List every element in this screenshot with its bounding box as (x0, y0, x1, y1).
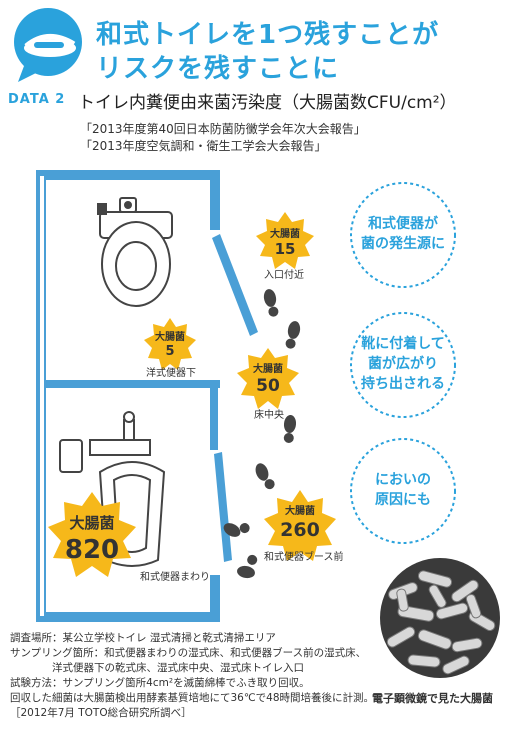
burst-center-label: 大腸菌 (253, 362, 283, 375)
burst-center: 大腸菌 50 (237, 348, 299, 409)
burst-booth-label: 大腸菌 (285, 504, 315, 517)
burst-booth: 大腸菌 260 (264, 490, 336, 561)
doors (212, 234, 258, 562)
callout-circle-2: 靴に付着して 菌が広がり 持ち出される (348, 310, 458, 420)
burst-squat-label: 大腸菌 (69, 514, 114, 532)
burst-western-value: 5 (165, 344, 174, 359)
photo-caption: 電子顕微鏡で見た大腸菌 (372, 692, 493, 705)
headline-line2: リスクを残すことに (96, 54, 340, 84)
callout-3-line1: においの (375, 472, 431, 488)
callout-circle-3: においの 原因にも (348, 436, 458, 546)
note-4: 試験方法：サンプリング箇所4cm²を滅菌綿棒でふき取り回収。 (10, 677, 310, 689)
location-squat: 和式便器まわり (140, 572, 210, 583)
callout-2-line1: 靴に付着して (361, 336, 445, 352)
location-booth: 和式便器ブース前 (264, 552, 344, 563)
data-tag: DATA 2 (8, 92, 66, 107)
location-western: 洋式便器下 (146, 368, 196, 379)
callout-1-line1: 和式便器が (368, 216, 438, 232)
burst-center-value: 50 (256, 376, 280, 396)
data-title: トイレ内糞便由来菌汚染度（大腸菌数CFU/cm²） (78, 93, 457, 113)
note-6: ［2012年7月 TOTO総合研究所調べ］ (10, 707, 192, 719)
burst-booth-value: 260 (280, 519, 320, 541)
location-center: 床中央 (254, 410, 284, 421)
toilet-floor-plan: 大腸菌 15 大腸菌 5 大腸菌 50 大腸菌 260 大腸菌 820 (36, 170, 336, 622)
toilet-speech-bubble-icon (4, 6, 92, 86)
burst-entrance: 大腸菌 15 (256, 212, 314, 269)
note-5: 回収した細菌は大腸菌検出用酵素基質培地にて36℃で48時間培養後に計測。 (10, 692, 375, 704)
burst-squat: 大腸菌 820 (48, 492, 136, 577)
location-entrance: 入口付近 (264, 270, 304, 281)
callout-circle-1: 和式便器が 菌の発生源に (348, 180, 458, 290)
western-toilet-icon (97, 197, 173, 307)
note-2: サンプリング箇所：和式便器まわりの湿式床、和式便器ブース前の湿式床、 (10, 647, 367, 659)
source-2: 「2013年度空気調和・衛生工学会大会報告」 (80, 139, 327, 153)
note-3: 洋式便器下の乾式床、湿式床中央、湿式床トイレ入口 (10, 662, 304, 674)
callout-2-line2: 菌が広がり (368, 356, 438, 372)
note-1: 調査場所：某公立学校トイレ 湿式清掃と乾式清掃エリア (10, 632, 276, 644)
burst-western: 大腸菌 5 (144, 318, 196, 370)
burst-western-label: 大腸菌 (155, 330, 185, 343)
headline-line1: 和式トイレを1つ残すことが (96, 20, 440, 50)
ecoli-micrograph (378, 556, 502, 680)
burst-entrance-label: 大腸菌 (270, 227, 300, 240)
burst-entrance-value: 15 (275, 240, 296, 258)
callout-1-line2: 菌の発生源に (361, 236, 445, 252)
callout-3-line2: 原因にも (375, 492, 431, 508)
burst-squat-value: 820 (65, 535, 119, 565)
source-1: 「2013年度第40回日本防菌防黴学会年次大会報告」 (80, 122, 366, 136)
callout-2-line3: 持ち出される (361, 376, 445, 392)
